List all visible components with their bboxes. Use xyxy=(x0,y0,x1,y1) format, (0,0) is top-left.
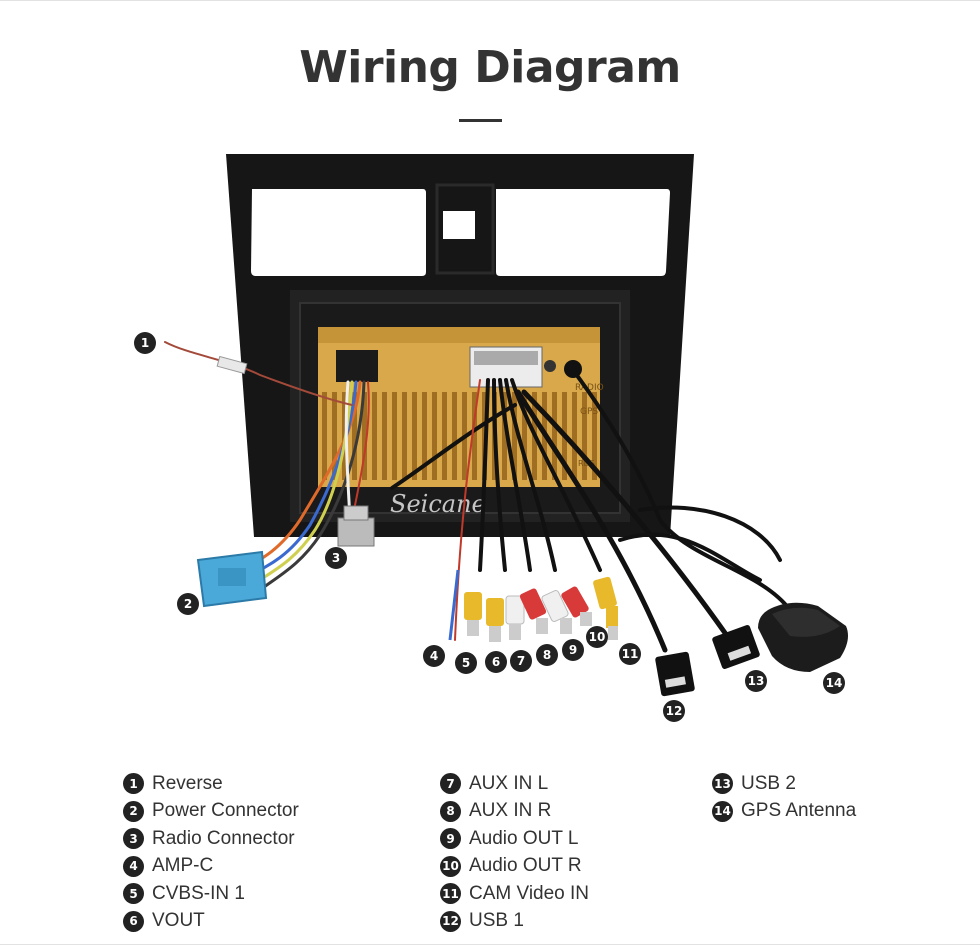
radio-port-label: RADIO xyxy=(575,383,604,393)
callout-1: 1 xyxy=(134,332,156,354)
callout-number: 13 xyxy=(748,674,765,688)
rds-port-label: RDS xyxy=(578,459,595,468)
legend-label: USB 1 xyxy=(469,910,524,932)
legend-item: 6 VOUT xyxy=(123,908,299,936)
callout-number: 12 xyxy=(666,704,683,718)
callout-number: 6 xyxy=(492,655,500,669)
power-connector xyxy=(196,550,268,608)
legend-label: Radio Connector xyxy=(152,827,295,849)
legend-column-3: 13 USB 2 14 GPS Antenna xyxy=(712,770,856,825)
callout-7: 7 xyxy=(510,650,532,672)
legend-label: USB 2 xyxy=(741,772,796,794)
legend-label: Audio OUT L xyxy=(469,827,579,849)
legend-item: 13 USB 2 xyxy=(712,770,856,798)
callout-8: 8 xyxy=(536,644,558,666)
legend-number-badge: 8 xyxy=(440,800,461,822)
callout-11: 11 xyxy=(619,643,641,665)
title-underline xyxy=(459,119,502,122)
legend-number-badge: 12 xyxy=(440,910,461,932)
legend-number-badge: 6 xyxy=(123,910,144,932)
legend-label: AUX IN R xyxy=(469,800,552,822)
callout-13: 13 xyxy=(745,670,767,692)
callout-number: 14 xyxy=(826,676,843,690)
wiring-diagram: RADIO GPS RDS Seicane xyxy=(134,154,848,722)
legend-number-badge: 4 xyxy=(123,855,144,877)
legend-item: 11 CAM Video IN xyxy=(440,880,589,908)
legend-label: Power Connector xyxy=(152,800,299,822)
gps-antenna xyxy=(758,602,848,672)
legend-number-badge: 14 xyxy=(712,800,733,822)
legend-column-2: 7 AUX IN L 8 AUX IN R 9 Audio OUT L 10 Audio OU… xyxy=(440,770,589,935)
legend-number-badge: 13 xyxy=(712,773,733,795)
callout-number: 8 xyxy=(543,648,551,662)
reverse-wire-tag xyxy=(216,355,248,375)
legend-label: GPS Antenna xyxy=(741,800,857,822)
callout-number: 7 xyxy=(517,654,525,668)
legend-item: 12 USB 1 xyxy=(440,908,589,936)
usb-1-connector xyxy=(655,651,695,697)
callout-5: 5 xyxy=(455,652,477,674)
legend-number-badge: 1 xyxy=(123,773,144,795)
legend-label: Audio OUT R xyxy=(469,855,582,877)
legend-number-badge: 9 xyxy=(440,828,461,850)
usb-2-connector xyxy=(712,625,760,669)
legend-number-badge: 7 xyxy=(440,773,461,795)
cable-bundle xyxy=(164,341,792,653)
page-title: Wiring Diagram xyxy=(299,42,681,93)
legend-label: Reverse xyxy=(152,772,223,794)
callout-number: 1 xyxy=(141,336,149,350)
callout-10: 10 xyxy=(586,626,608,648)
legend-label: VOUT xyxy=(152,910,205,932)
amp-c-wire xyxy=(448,569,460,641)
rca-cvbs-in-1 xyxy=(464,592,482,636)
legend-item: 2 Power Connector xyxy=(123,798,299,826)
callout-6: 6 xyxy=(485,651,507,673)
callout-number: 10 xyxy=(589,630,606,644)
rca-audio-out-l xyxy=(541,589,572,634)
legend-label: AUX IN L xyxy=(469,772,549,794)
legend-item: 3 Radio Connector xyxy=(123,825,299,853)
legend-label: CAM Video IN xyxy=(469,882,590,904)
callout-2: 2 xyxy=(177,593,199,615)
legend-item: 5 CVBS-IN 1 xyxy=(123,880,299,908)
legend-label: AMP-C xyxy=(152,855,214,877)
legend-item: 1 Reverse xyxy=(123,770,299,798)
legend-number-badge: 11 xyxy=(440,883,461,905)
legend-number-badge: 2 xyxy=(123,800,144,822)
legend-item: 9 Audio OUT L xyxy=(440,825,589,853)
callout-number: 2 xyxy=(184,597,192,611)
callout-number: 4 xyxy=(430,649,438,663)
callout-14: 14 xyxy=(823,672,845,694)
legend-item: 14 GPS Antenna xyxy=(712,798,856,826)
brand-watermark: Seicane xyxy=(390,490,486,518)
legend-item: 7 AUX IN L xyxy=(440,770,589,798)
legend-item: 4 AMP-C xyxy=(123,853,299,881)
radio-connector xyxy=(337,505,375,547)
rca-cam-video-in xyxy=(593,576,618,640)
legend-label: CVBS-IN 1 xyxy=(152,882,245,904)
top-divider xyxy=(0,0,980,1)
legend-number-badge: 10 xyxy=(440,855,461,877)
callout-3: 3 xyxy=(325,547,347,569)
legend-item: 8 AUX IN R xyxy=(440,798,589,826)
legend-item: 10 Audio OUT R xyxy=(440,853,589,881)
callout-number: 9 xyxy=(569,643,577,657)
legend-number-badge: 5 xyxy=(123,883,144,905)
callout-9: 9 xyxy=(562,639,584,661)
callout-number: 3 xyxy=(332,551,340,565)
gps-port-label: GPS xyxy=(580,407,598,417)
rca-audio-out-r xyxy=(561,586,592,626)
rca-aux-in-r xyxy=(519,588,548,634)
callout-12: 12 xyxy=(663,700,685,722)
callout-4: 4 xyxy=(423,645,445,667)
rca-vout xyxy=(486,598,504,642)
rca-aux-in-l xyxy=(505,595,525,640)
bottom-divider xyxy=(0,944,980,945)
legend-number-badge: 3 xyxy=(123,828,144,850)
callout-number: 5 xyxy=(462,656,470,670)
legend-column-1: 1 Reverse 2 Power Connector 3 Radio Connector… xyxy=(123,770,299,935)
callout-number: 11 xyxy=(622,647,639,661)
